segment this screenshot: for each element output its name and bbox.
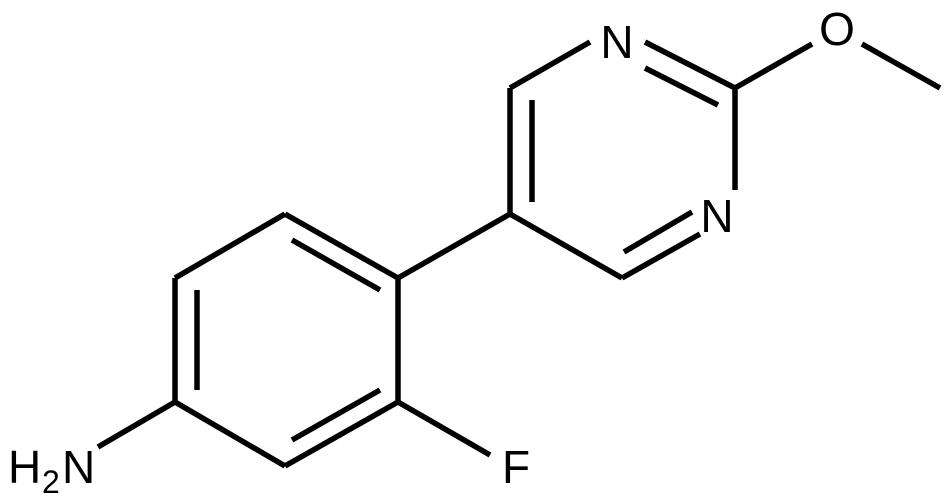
bond-n3-c2-inner: [643, 65, 720, 108]
atom-fluorine: F: [502, 441, 530, 493]
bond-n3-c2: [643, 39, 737, 91]
bond-c1-c2-inner: [290, 237, 382, 293]
bond-p4-n3: [508, 39, 592, 91]
bond-c6-c1: [173, 211, 287, 281]
bond-c1-c2: [283, 211, 400, 281]
bond-n1-c6: [620, 231, 702, 281]
benzene-ring: [172, 211, 401, 469]
bond-c3-c4-inner: [290, 387, 382, 443]
bond-c3-fluorine: [396, 399, 492, 458]
bond-c6-p5: [508, 211, 624, 281]
bond-c4-c5: [173, 399, 287, 469]
bond-c3-c4: [283, 399, 400, 469]
atom-n-top: N: [600, 16, 633, 68]
bond-c2-oxygen: [733, 41, 814, 91]
amine-n: N: [62, 441, 95, 493]
bond-biaryl: [396, 211, 512, 281]
bond-n1-c6-inner: [622, 209, 694, 255]
bond-c5-amine: [96, 399, 177, 450]
atom-n-right: N: [700, 190, 733, 242]
atom-amine: H 2 N: [8, 441, 95, 498]
pyrimidine-ring: [507, 39, 738, 281]
atom-o-methoxy: O: [819, 3, 855, 55]
amine-subscript: 2: [42, 464, 60, 498]
amine-h: H: [8, 441, 41, 493]
bond-oxygen-methyl: [860, 41, 942, 91]
